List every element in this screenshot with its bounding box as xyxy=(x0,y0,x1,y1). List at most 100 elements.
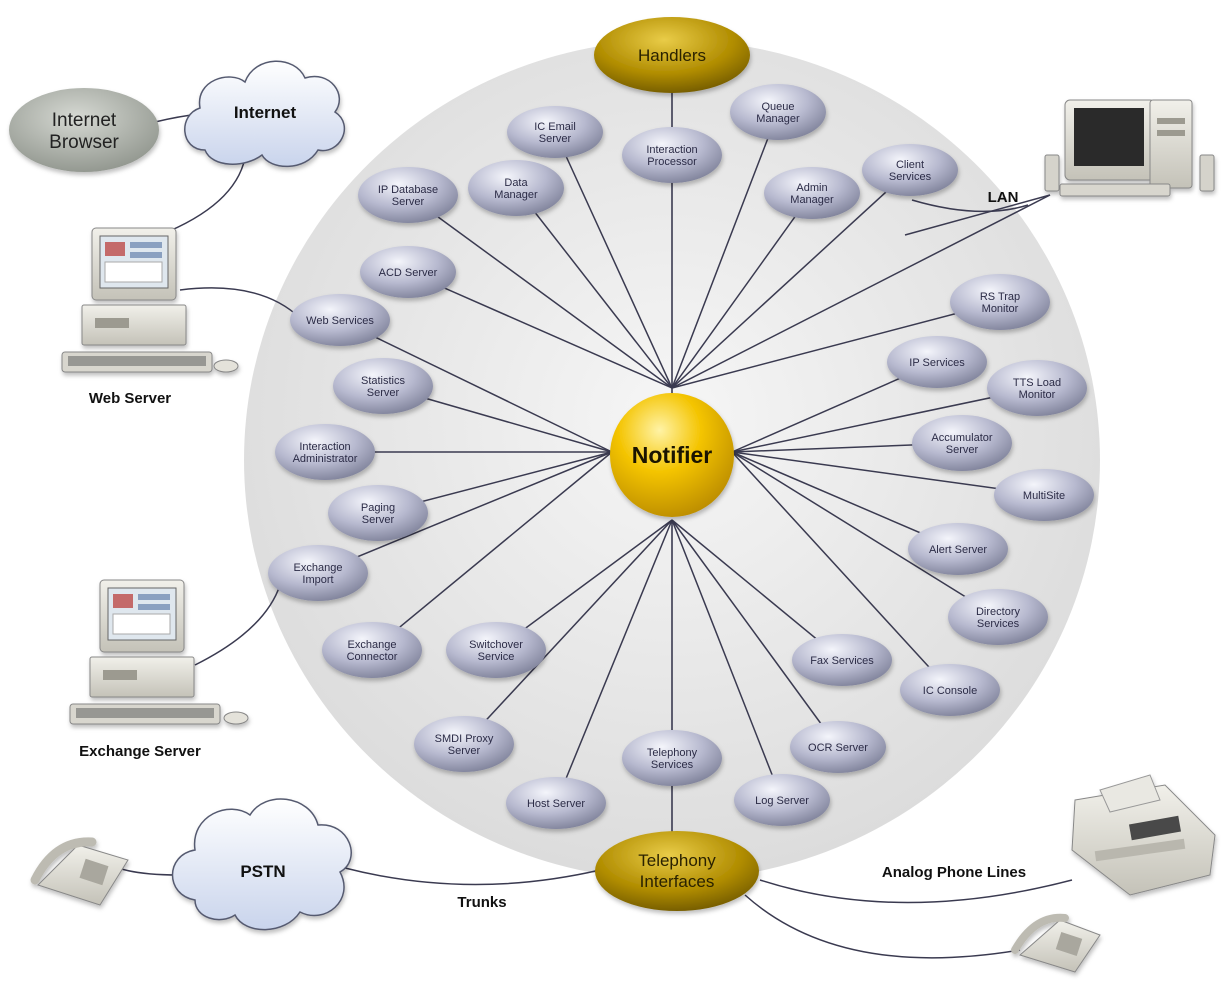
external-links xyxy=(117,113,1073,959)
client-services-label-line-2: Services xyxy=(889,171,932,183)
admin-manager-bubble xyxy=(764,167,860,219)
ip-database-server-label-line-2: Server xyxy=(392,196,425,208)
interaction-administrator-label-line-1: Interaction xyxy=(299,441,350,453)
interaction-administrator-label-line-2: Administrator xyxy=(293,453,358,465)
notifier-hub[interactable]: Notifier xyxy=(610,393,734,517)
telephony-interfaces-label-line-1: Telephony xyxy=(638,851,716,870)
queue-manager-bubble xyxy=(730,84,826,140)
multisite-label-line-1: MultiSite xyxy=(1023,490,1065,502)
rs-trap-monitor-bubble xyxy=(950,274,1050,330)
internet-browser-label-line-2: Browser xyxy=(49,132,119,153)
web-server-computer-icon[interactable] xyxy=(61,227,239,373)
right-telephone-icon[interactable] xyxy=(1011,913,1101,973)
internet-browser-node[interactable]: Internet Browser xyxy=(9,88,159,172)
interaction-administrator-bubble xyxy=(275,424,375,480)
spoke-lan xyxy=(671,194,1051,389)
lan-workstation-icon[interactable] xyxy=(1044,99,1215,197)
spoke-ip-database-server xyxy=(407,194,673,389)
ip-database-server-bubble xyxy=(358,167,458,223)
internet-webserver-link xyxy=(159,157,246,236)
spoke-rs-trap-monitor xyxy=(671,301,1001,389)
host-server-node[interactable]: Host Server xyxy=(506,777,606,829)
log-server-label-line-1: Log Server xyxy=(755,795,809,807)
left-telephone-icon[interactable] xyxy=(30,837,129,906)
analog-phone-lines-label: Analog Phone Lines xyxy=(882,864,1026,881)
pstn-cloud[interactable]: PSTN xyxy=(171,798,352,931)
alert-server-node[interactable]: Alert Server xyxy=(908,523,1008,575)
telephony-interfaces-label-line-2: Interfaces xyxy=(640,872,715,891)
acd-server-node[interactable]: ACD Server xyxy=(360,246,456,298)
internet-cloud[interactable]: Internet xyxy=(184,60,346,168)
exchange-server-computer-icon[interactable] xyxy=(69,579,249,725)
switchover-service-label-line-1: Switchover xyxy=(469,639,523,651)
spoke-lines xyxy=(317,111,1051,804)
analog-fax-link xyxy=(759,879,1073,904)
rs-trap-monitor-label-line-1: RS Trap xyxy=(980,291,1020,303)
fax-services-node[interactable]: Fax Services xyxy=(792,634,892,686)
ip-services-bubble xyxy=(887,336,987,388)
exchange-connector-label-line-1: Exchange xyxy=(348,639,397,651)
handlers-node[interactable]: Handlers xyxy=(594,17,750,93)
queue-manager-label-line-1: Queue xyxy=(761,101,794,113)
web-services-label-line-1: Web Services xyxy=(306,315,374,327)
alert-server-label-line-1: Alert Server xyxy=(929,544,987,556)
lan-label: LAN xyxy=(988,189,1019,206)
web-server-label: Web Server xyxy=(89,390,171,407)
alert-server-bubble xyxy=(908,523,1008,575)
tts-load-monitor-label-line-2: Monitor xyxy=(1019,389,1056,401)
web-services-node[interactable]: Web Services xyxy=(290,294,390,346)
ocr-server-label-line-1: OCR Server xyxy=(808,742,868,754)
paging-server-bubble xyxy=(328,485,428,541)
exchange-import-label-line-1: Exchange xyxy=(294,562,343,574)
ocr-server-node[interactable]: OCR Server xyxy=(790,721,886,773)
log-server-node[interactable]: Log Server xyxy=(734,774,830,826)
ip-services-node[interactable]: IP Services xyxy=(887,336,987,388)
telephony-interfaces-node[interactable]: Telephony Interfaces xyxy=(595,831,759,911)
analog-phone-link xyxy=(744,894,1021,959)
spoke-data-manager xyxy=(515,187,673,389)
tts-load-monitor-label-line-1: TTS Load xyxy=(1013,377,1061,389)
spoke-multisite xyxy=(731,451,1045,496)
ic-console-node[interactable]: IC Console xyxy=(900,664,1000,716)
spoke-web-services xyxy=(339,319,613,453)
statistics-server-label-line-2: Server xyxy=(367,387,400,399)
ic-console-label-line-1: IC Console xyxy=(923,685,977,697)
phone-pstn-link xyxy=(117,867,179,876)
exchange-server-label: Exchange Server xyxy=(79,743,201,760)
tts-load-monitor-bubble xyxy=(987,360,1087,416)
webserver-webservices-link xyxy=(179,287,301,319)
accumulator-server-label-line-1: Accumulator xyxy=(931,432,992,444)
fax-machine-icon[interactable] xyxy=(1071,774,1216,896)
ic-console-bubble xyxy=(900,664,1000,716)
multisite-node[interactable]: MultiSite xyxy=(994,469,1094,521)
host-server-bubble xyxy=(506,777,606,829)
ocr-server-bubble xyxy=(790,721,886,773)
switchover-service-bubble xyxy=(446,622,546,678)
spoke-admin-manager xyxy=(671,192,813,389)
clientservices-lan-link xyxy=(911,199,1029,213)
spoke-client-services xyxy=(671,169,911,389)
notifier-label: Notifier xyxy=(632,442,713,468)
data-manager-label-line-1: Data xyxy=(504,177,528,189)
spoke-ic-console xyxy=(731,451,951,691)
